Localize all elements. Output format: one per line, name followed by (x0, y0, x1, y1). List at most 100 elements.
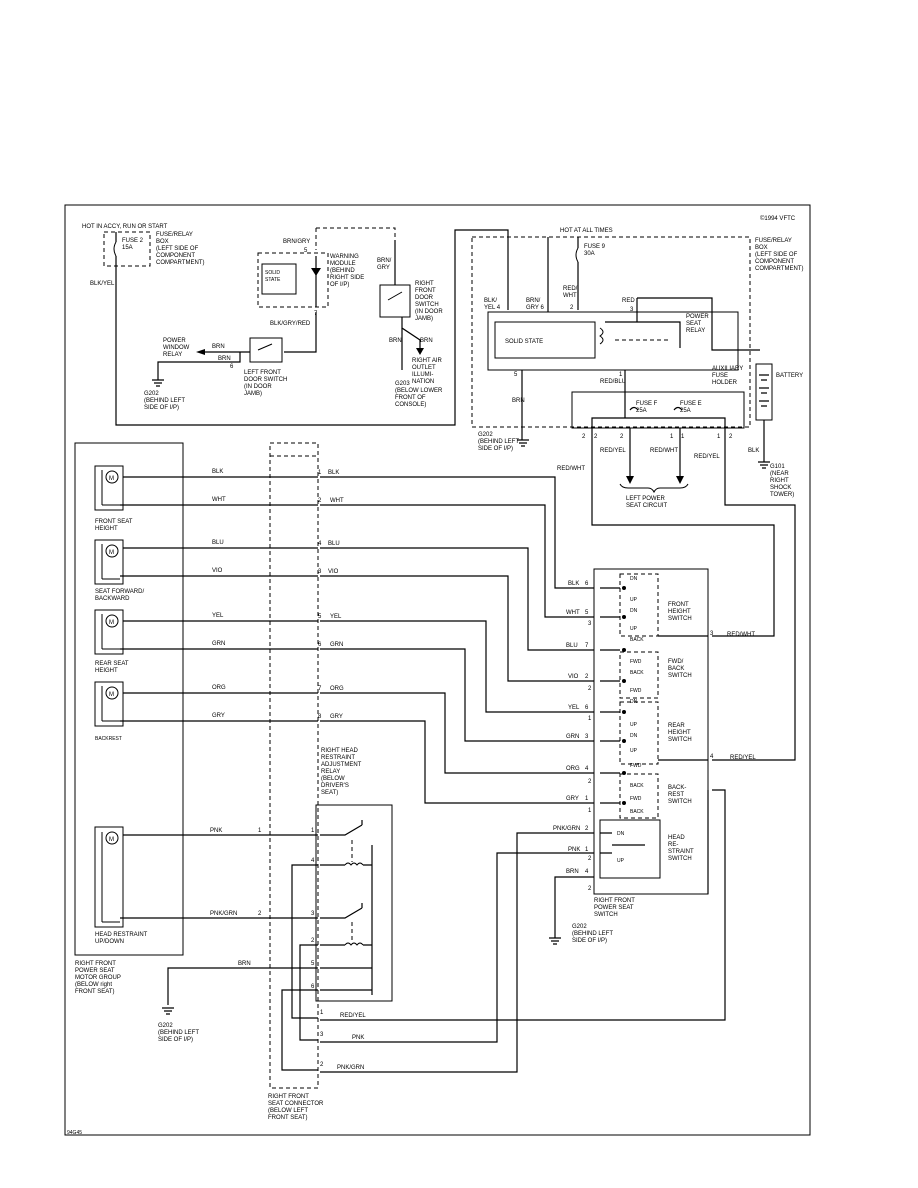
fuse-9-symbol (575, 247, 579, 263)
head-relay-internal-wires (320, 864, 372, 991)
wire-4-pin: 5 (318, 614, 322, 620)
diagram-frame (64, 204, 811, 1136)
wire-5-left: GRN (212, 641, 225, 647)
sw-in-2-pin: 7 (585, 643, 589, 649)
backrest-switch-box (619, 773, 659, 819)
left-door-ground-wire (157, 352, 241, 370)
power-seat-relay-contacts (605, 298, 681, 348)
red-yel-bottom-wire (320, 789, 726, 1021)
svg-text:M: M (109, 550, 114, 556)
battery-blk-label: BLK (748, 448, 759, 454)
sw-in-10-wire: BRN (566, 869, 579, 875)
connector-brn-label: BRN (238, 961, 251, 967)
red-yel-main-wire (712, 428, 796, 761)
motor-rear-seat-height: M (94, 609, 124, 655)
motor-head-restraint: M (94, 826, 124, 928)
head-relay-contacts (320, 820, 373, 995)
lps-arrow-1 (626, 476, 634, 484)
sw-in-4-wire: YEL (568, 705, 580, 711)
side-pin-5: 2 (588, 856, 592, 862)
sw-contact (622, 710, 626, 714)
blk-yel-wire-label: BLK/YEL (90, 281, 115, 287)
wire-blu (123, 547, 594, 651)
g202-mid-ground-symbol (517, 439, 529, 447)
brn-gry-label: BRN/GRY (283, 239, 310, 245)
switch-input-stubs (600, 587, 620, 804)
wire-3-left: VIO (212, 568, 223, 574)
wire-7-pin: 8 (318, 714, 322, 720)
wire-0-pin: 1 (318, 470, 322, 476)
fb-pos-1: FWD (630, 659, 642, 665)
motor-front-seat-height: M (94, 465, 124, 511)
side-pin-0: 3 (588, 621, 592, 627)
power-window-brn-1: BRN (212, 344, 225, 350)
wire-6-pin: 7 (318, 686, 322, 692)
bottom-label-1: PNK (352, 1035, 364, 1041)
right-door-brn-gry-label: BRN/GRY (377, 258, 392, 271)
aux-fuse-wiring (591, 395, 726, 428)
wire-wht (120, 504, 594, 618)
power-window-brn-2: BRN (218, 356, 231, 362)
fuse-box-brn-label: BRN (512, 398, 525, 404)
motor-group-outline (74, 442, 184, 956)
lps-red-wht-top: RED/WHT (557, 466, 585, 472)
switch-output-bus (658, 635, 708, 761)
sw-in-8-pin: 2 (585, 826, 589, 832)
right-door-air-outlet-wire (401, 317, 421, 348)
footer-code: 94G45 (67, 1130, 82, 1136)
sw-in-10-pin: 4 (585, 869, 589, 875)
bottom-label-0: RED/YEL (340, 1013, 366, 1019)
sw-contact (622, 615, 626, 619)
air-outlet-arrow (416, 348, 424, 355)
svg-text:M: M (109, 476, 114, 482)
wire-5-pin: 6 (318, 642, 322, 648)
fuse-box-inner (487, 311, 739, 371)
sw-in-7-pin: 1 (585, 796, 589, 802)
battery-cells (759, 374, 769, 407)
brn-gry-6-label: BRN/GRY 6 (526, 298, 544, 311)
hot-at-all-times-label: HOT AT ALL TIMES (560, 228, 613, 234)
head-pnkgrn-label: PNK/GRN (210, 911, 237, 917)
front-height-switch-box (619, 573, 659, 637)
wire-6-right: ORG (330, 686, 344, 692)
motor-backrest: M (94, 681, 124, 727)
bottom-label-2: PNK/GRN (337, 1065, 364, 1071)
fuse-box-pin-5: 5 (514, 372, 518, 378)
g202-bottom-ground-symbol (162, 1007, 174, 1015)
hot-in-accy-label: HOT IN ACCY, RUN OR START (82, 224, 168, 230)
fb-pos-3: FWD (630, 688, 642, 694)
red-to-battery-wire (637, 297, 760, 351)
fuse-2-symbol (113, 241, 117, 257)
head-switch-contacts (600, 832, 645, 854)
fuse-box-pin-3: 3 (630, 307, 634, 313)
bottom-pin-1: 3 (320, 1032, 324, 1038)
g202-switch-ground-symbol (549, 937, 561, 945)
left-door-switch-box (249, 337, 283, 363)
warning-module-solid-state (261, 263, 297, 295)
right-door-switch-box (379, 284, 411, 318)
sw-in-4-pin: 6 (585, 705, 589, 711)
sw-in-9-wire: PNK (568, 847, 580, 853)
sw-in-6-pin: 4 (585, 766, 589, 772)
out1-wire: RED/WHT (727, 632, 755, 638)
relay-pin-5: 6 (311, 984, 315, 990)
sw-in-5-wire: GRN (566, 734, 579, 740)
lps-pin-7: 2 (729, 434, 733, 440)
wire-yel (123, 620, 594, 713)
wire-5-right: GRN (330, 642, 343, 648)
relay-pin-0: 1 (311, 828, 315, 834)
wire-4-left: YEL (212, 613, 224, 619)
